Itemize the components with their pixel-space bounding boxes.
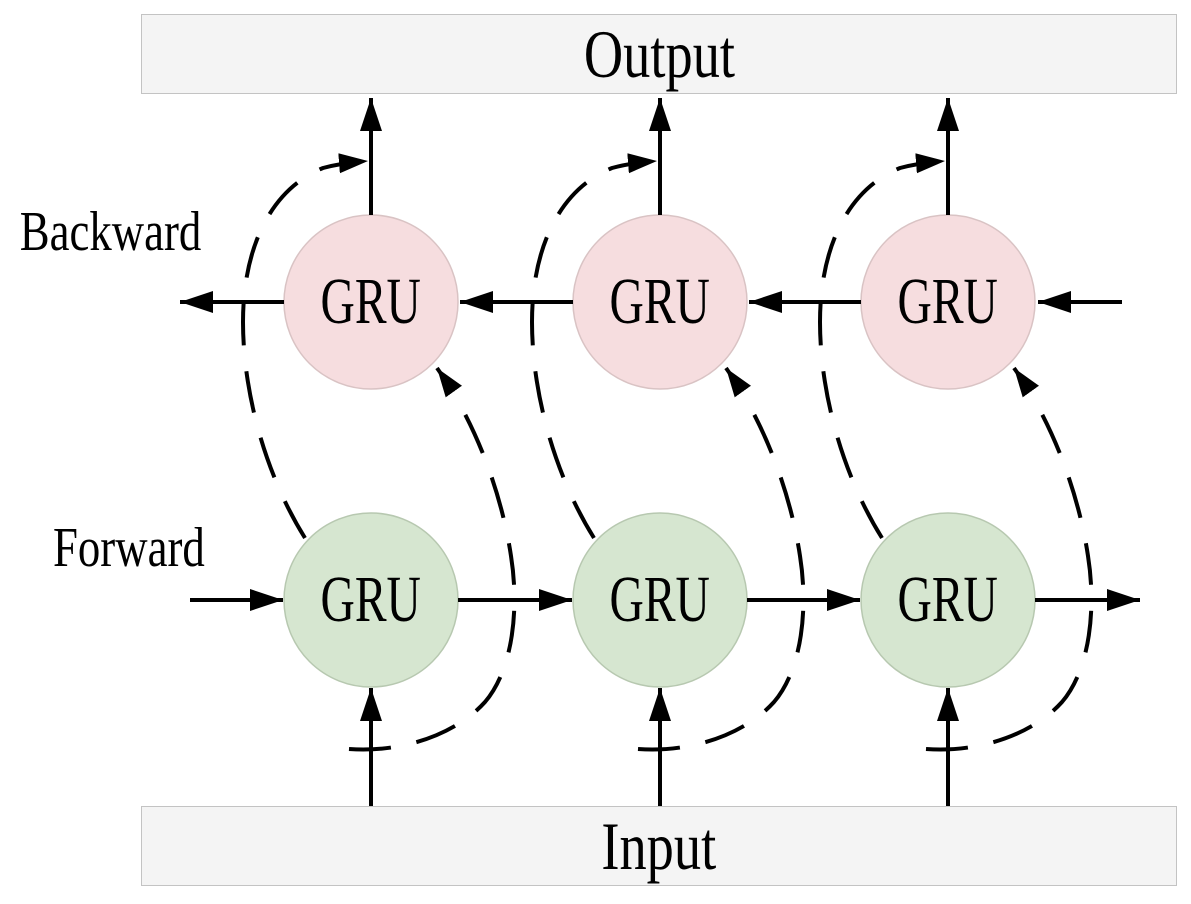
forward-gru-node-1 (283, 512, 459, 688)
input-bar: Input (141, 806, 1177, 886)
curve-input-to-backward-2 (637, 366, 806, 752)
forward-gru-node-3 (860, 512, 1036, 688)
curve-forward-to-output-3 (817, 153, 946, 540)
output-bar: Output (141, 14, 1177, 94)
backward-row-label: Backward (19, 201, 201, 263)
forward-gru-node-2 (572, 512, 748, 688)
backward-gru-node-1 (283, 214, 459, 390)
curve-input-to-backward-3 (925, 366, 1094, 752)
backward-gru-node-2 (572, 214, 748, 390)
forward-row-label: Forward (53, 517, 205, 579)
output-bar-label: Output (583, 16, 735, 92)
backward-gru-node-3 (860, 214, 1036, 390)
curve-forward-to-output-2 (529, 153, 658, 540)
curve-forward-to-output-1 (240, 153, 369, 540)
curve-input-to-backward-1 (348, 366, 517, 752)
input-bar-label: Input (601, 808, 717, 884)
